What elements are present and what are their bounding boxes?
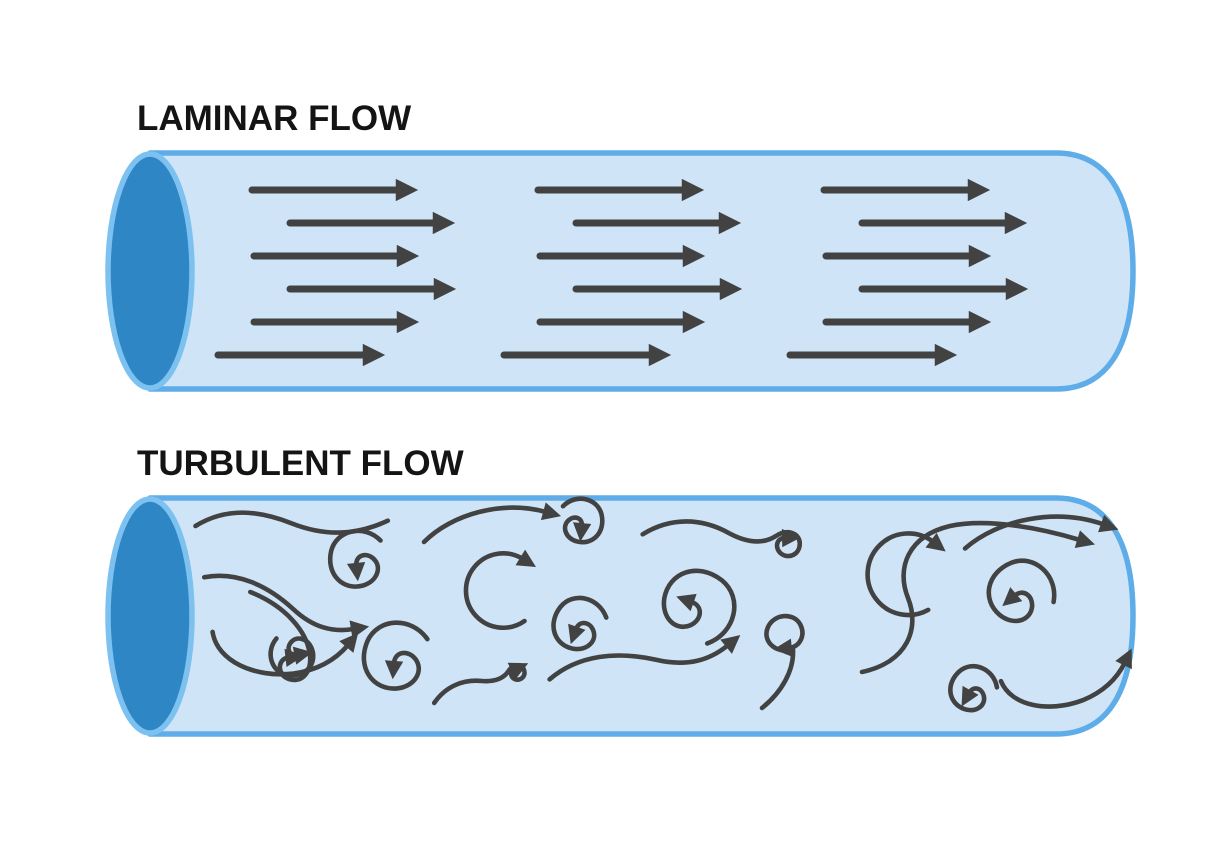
- turbulent-swirl-curl: [327, 528, 383, 589]
- turbulent-swirl-curvearrow: [962, 514, 1119, 551]
- turbulent-pipe-end-cap: [105, 496, 195, 736]
- turbulent-swirl-curl: [560, 496, 605, 545]
- turbulent-swirl-curl: [268, 636, 316, 678]
- turbulent-swirl-wavespiral: [640, 519, 803, 559]
- turbulent-swirl-curl: [986, 558, 1057, 624]
- turbulent-swirl-carcup: [463, 549, 537, 630]
- turbulent-swirl-curl: [551, 595, 609, 652]
- turbulent-swirl-swoosh: [998, 648, 1132, 709]
- turbulent-swirls-layer: [193, 496, 1132, 713]
- turbulent-swirl-curvearrow: [421, 502, 562, 545]
- laminar-flow-title: LAMINAR FLOW: [137, 99, 412, 138]
- turbulent-swirl-wavearrow: [201, 573, 370, 639]
- turbulent-swirl-curl: [361, 620, 430, 691]
- turbulent-swirl-curl: [948, 664, 1000, 713]
- turbulent-swirl-wavespiral: [431, 662, 529, 706]
- laminar-pipe-body: [147, 150, 1136, 392]
- turbulent-swirl-curl: [661, 568, 737, 646]
- turbulent-swirl-nine: [759, 613, 805, 711]
- turbulent-flow-title: TURBULENT FLOW: [137, 444, 464, 483]
- turbulent-swirl-carcup: [865, 531, 946, 618]
- laminar-pipe-end-cap: [105, 151, 195, 391]
- laminar-arrows-layer: [214, 178, 1029, 367]
- turbulent-swirl-longS: [859, 520, 1095, 675]
- turbulent-swirl-wavearrow: [547, 635, 741, 682]
